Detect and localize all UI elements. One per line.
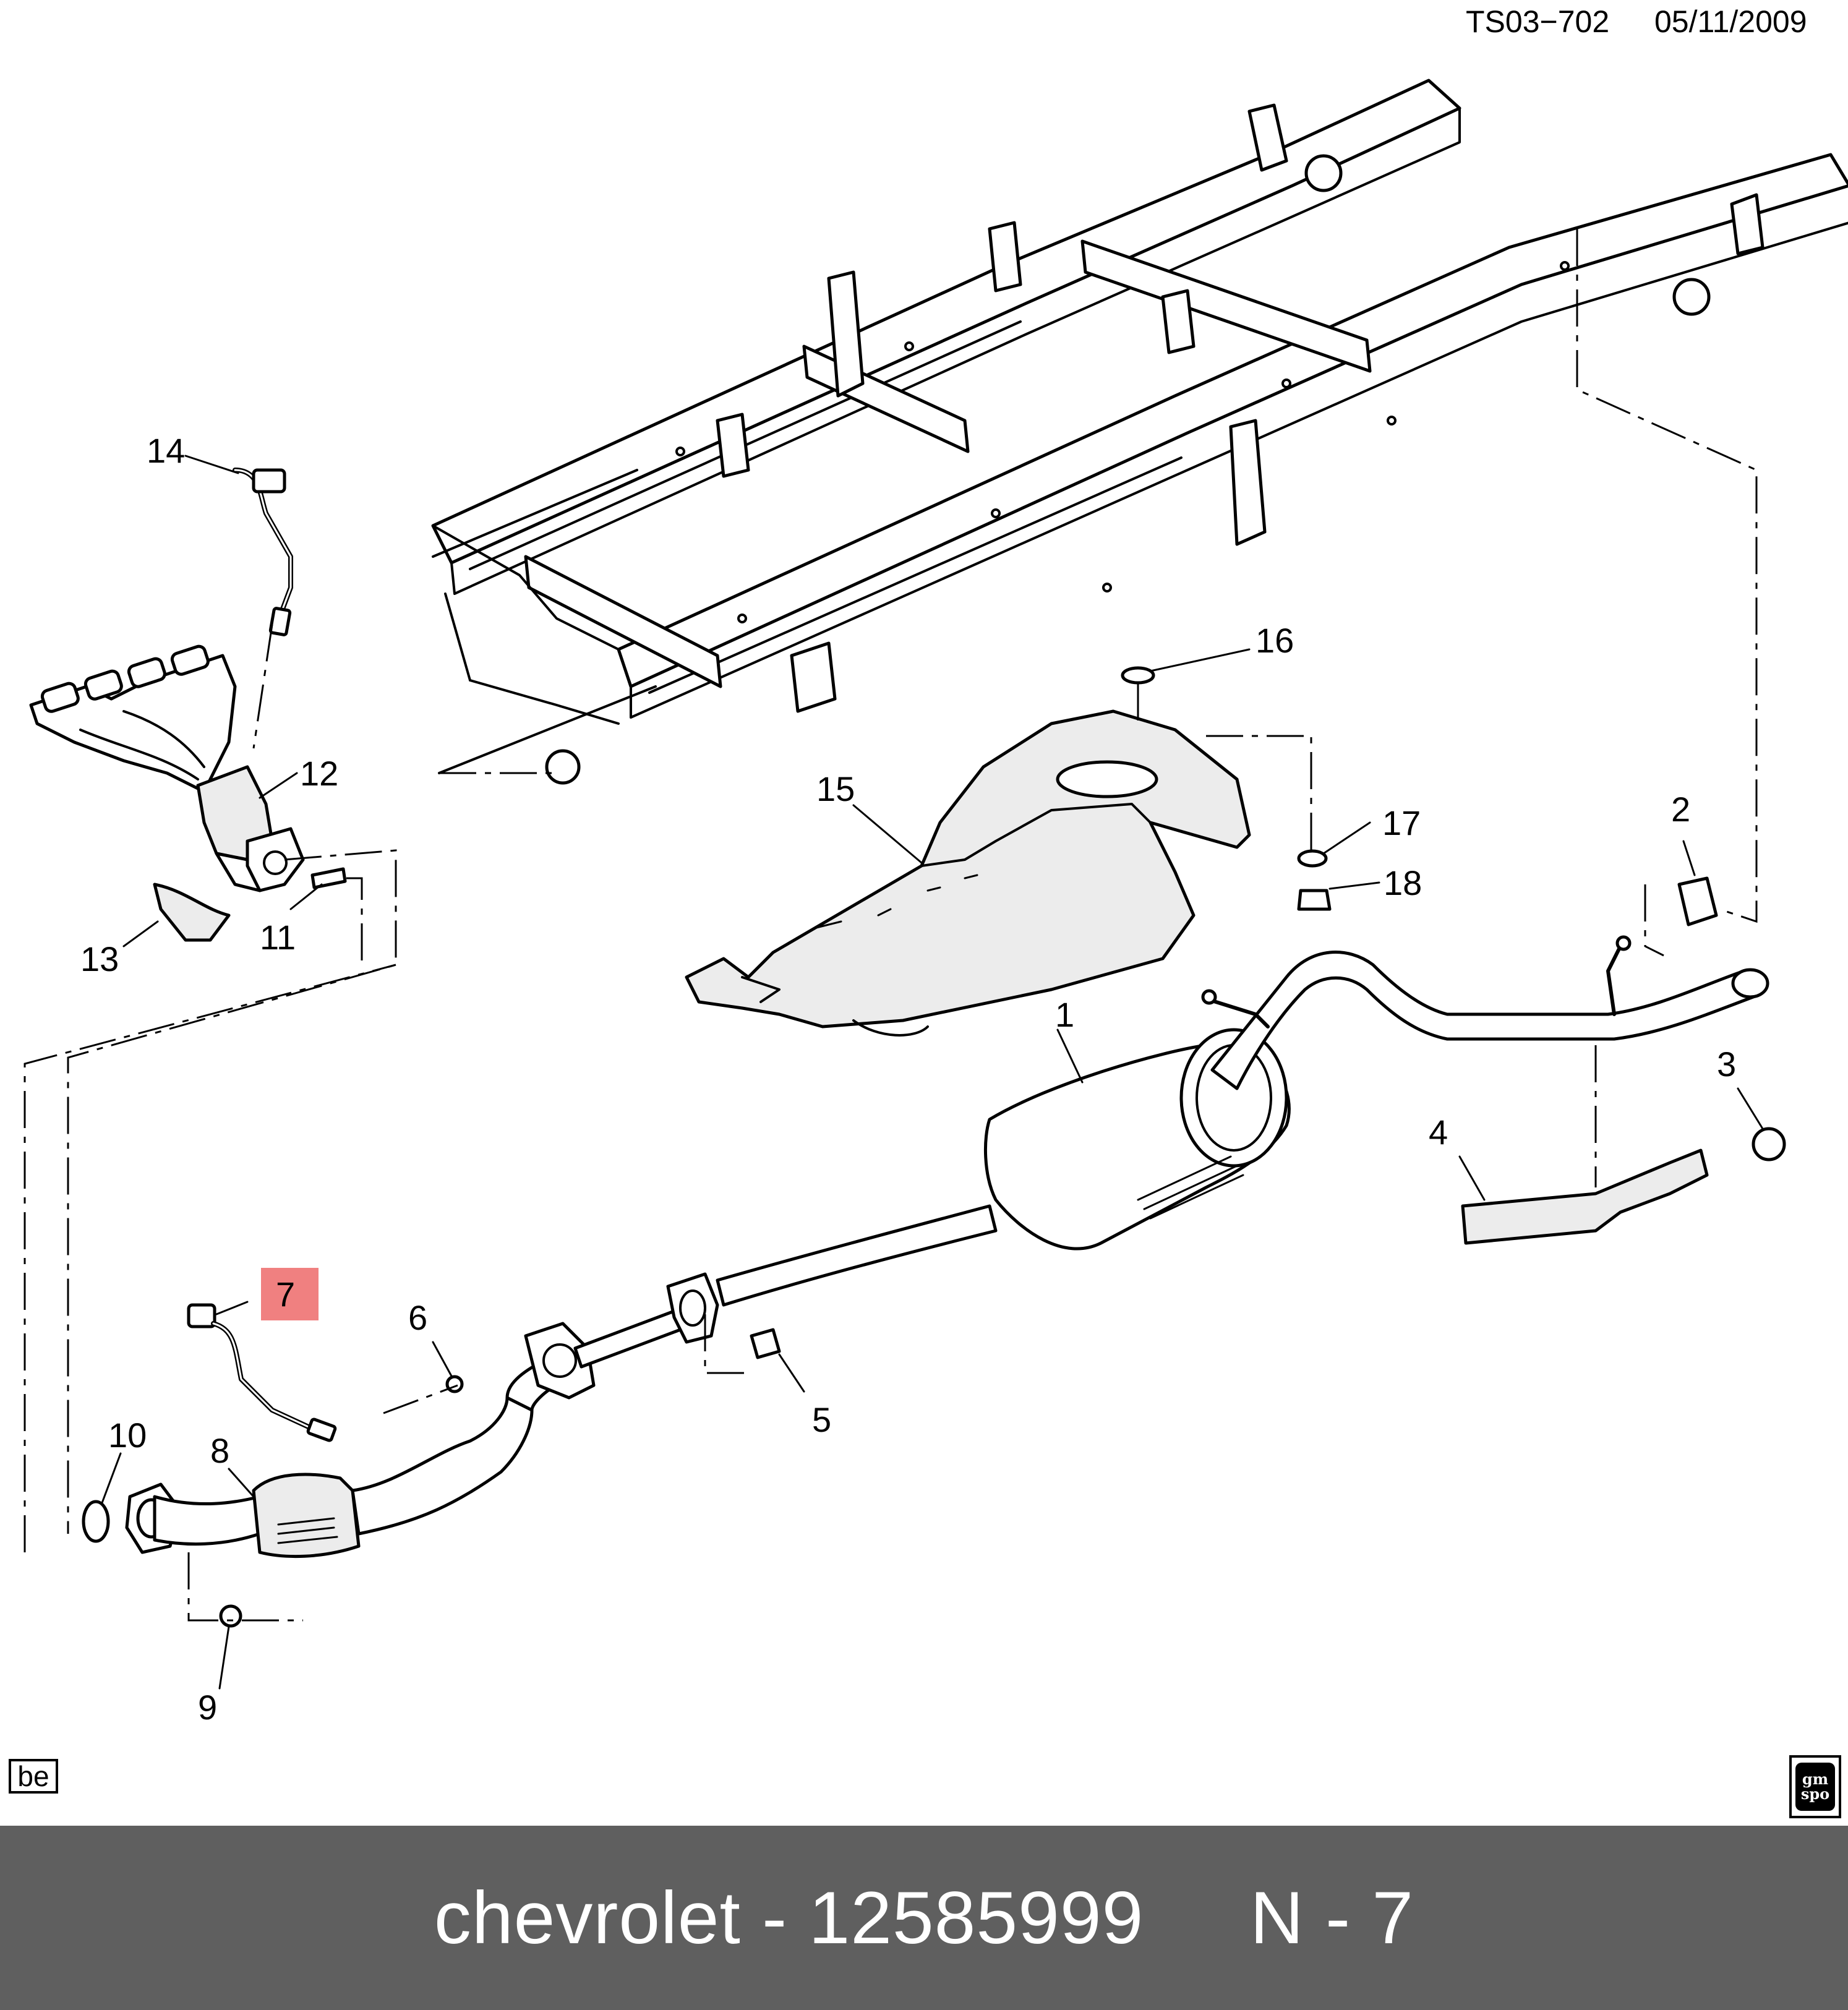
tailpipe-gasket-3 bbox=[1752, 1127, 1786, 1161]
oxygen-sensor-7 bbox=[187, 1303, 337, 1442]
callout-18: 18 bbox=[1384, 863, 1422, 902]
callout-15: 15 bbox=[816, 769, 855, 808]
tailpipe-heat-shield-4 bbox=[1461, 1148, 1709, 1245]
exhaust-system-diagram: TS03−702 05/11/2009 bbox=[24, 4, 1848, 1727]
callout-16: 16 bbox=[1256, 621, 1294, 660]
gm-logo-line1: gm bbox=[1802, 1770, 1829, 1788]
callout-7: 7 bbox=[276, 1275, 295, 1314]
assembly-lines bbox=[24, 229, 1758, 1622]
callout-leaders bbox=[101, 455, 1764, 1690]
washer-16 bbox=[1121, 666, 1155, 685]
vehicle-frame bbox=[431, 79, 1848, 785]
callout-12: 12 bbox=[300, 754, 338, 793]
caption-bar: chevrolet - 12585999 N - 7 bbox=[0, 1826, 1848, 2010]
callout-11: 11 bbox=[260, 918, 296, 957]
callout-3: 3 bbox=[1717, 1045, 1736, 1084]
callout-10: 10 bbox=[108, 1416, 147, 1455]
drawing-code: TS03−702 bbox=[1466, 4, 1609, 39]
gm-spo-logo: gm spo bbox=[1789, 1755, 1841, 1818]
callout-7-highlight bbox=[261, 1268, 319, 1320]
manifold-heat-shield bbox=[153, 883, 231, 942]
callout-2: 2 bbox=[1671, 790, 1690, 829]
caption-separator: - bbox=[740, 1876, 809, 1959]
callout-8: 8 bbox=[210, 1431, 229, 1470]
caption-brand: chevrolet bbox=[434, 1876, 741, 1959]
callout-numbers: 1 2 3 4 5 6 7 8 9 10 11 12 13 14 15 16 1… bbox=[80, 431, 1736, 1727]
underbody-heat-shield bbox=[685, 709, 1251, 1037]
push-nut-18 bbox=[1297, 889, 1332, 911]
exhaust-manifold-assembly bbox=[29, 644, 347, 892]
upstream-oxygen-sensor bbox=[233, 468, 293, 636]
hanger-bracket-2 bbox=[1677, 876, 1718, 926]
callout-6: 6 bbox=[408, 1298, 427, 1337]
callout-9: 9 bbox=[198, 1688, 217, 1727]
callout-13: 13 bbox=[80, 939, 119, 978]
callout-4: 4 bbox=[1429, 1113, 1448, 1152]
drawing-date: 05/11/2009 bbox=[1654, 4, 1807, 39]
callout-17: 17 bbox=[1382, 803, 1421, 842]
caption-part-number: 12585999 bbox=[808, 1876, 1144, 1959]
gm-logo-line2: spo bbox=[1800, 1785, 1830, 1803]
gm-spo-badge: gm spo bbox=[1795, 1763, 1835, 1811]
callout-1: 1 bbox=[1055, 995, 1074, 1034]
caption-position: N - 7 bbox=[1250, 1876, 1414, 1959]
caption-gap bbox=[1144, 1876, 1250, 1959]
muffler-assembly bbox=[716, 935, 1769, 1307]
caption-text: chevrolet - 12585999 N - 7 bbox=[434, 1875, 1414, 1961]
grommet-17 bbox=[1297, 849, 1328, 868]
callout-5: 5 bbox=[812, 1400, 831, 1439]
view-badge: be bbox=[9, 1759, 58, 1794]
callout-14: 14 bbox=[147, 431, 185, 470]
